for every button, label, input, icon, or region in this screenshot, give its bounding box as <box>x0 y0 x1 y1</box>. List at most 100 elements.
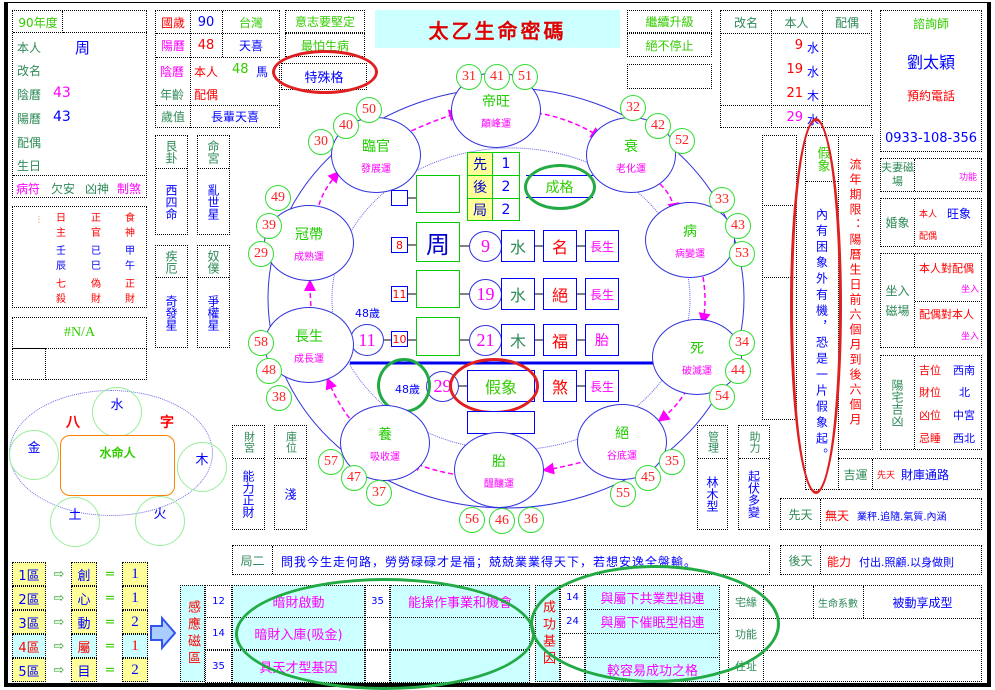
motto-text: 意志要堅定 <box>294 15 355 29</box>
zone-value: 1 <box>122 586 148 610</box>
consultant-panel: 諮詢師 劉太穎 預約電話 0933-108-356 <box>880 10 982 152</box>
rename-label: 改名 <box>17 64 42 78</box>
arrow-right-icon: ⇨ <box>53 638 65 654</box>
phase-name: 長生 <box>295 328 323 345</box>
motto-1: 意志要堅定 <box>285 10 365 33</box>
age-circle: 41 <box>484 64 510 90</box>
age-circle: 54 <box>709 384 735 410</box>
nation-name: 台灣 <box>238 15 263 30</box>
age-circle: 34 <box>729 330 755 356</box>
col-header: 改名 <box>733 15 758 30</box>
house-value: 中宮 <box>953 409 975 422</box>
connector-lines <box>384 197 585 387</box>
gua-label: 疾厄 <box>156 246 187 278</box>
nation-year-value: 90 <box>197 14 215 30</box>
bazi-panel: ⋮ 日主壬辰七殺 正官已巳偽財 食神甲午正財 <box>12 206 147 308</box>
age-circle: 46 <box>489 508 515 534</box>
age-circle: 35 <box>659 449 685 475</box>
luck-tag: 先天 <box>877 471 896 481</box>
element: 水 <box>807 41 820 55</box>
lunar-value: 43 <box>53 85 71 101</box>
period-text: 流年期限：陽曆生日前六個月到後六個月 <box>848 157 862 428</box>
innate-tag: 無天 <box>825 509 850 523</box>
luck-label: 吉運 <box>839 459 873 489</box>
age-circle: 56 <box>459 507 485 533</box>
house-key: 財位 <box>919 386 941 399</box>
lunar-zodiac: 馬 <box>256 65 269 79</box>
phase-name: 冠帶 <box>295 226 323 243</box>
phase-subtitle: 成長運 <box>294 353 324 365</box>
phase-name: 養 <box>378 426 392 443</box>
zone-label: 5區 <box>12 658 46 682</box>
gua-value: 爭權星 <box>206 295 220 331</box>
zone-value: 2 <box>122 610 148 634</box>
vault-box: 庫位淺 <box>274 425 307 530</box>
phase-box: 長生 <box>585 370 619 402</box>
sit-b-value: 坐入 <box>961 332 980 342</box>
element-earth: 土 <box>50 497 100 547</box>
phase-box: 長生 <box>585 278 619 310</box>
number: 21 <box>786 86 803 101</box>
house-value: 北 <box>959 386 970 399</box>
house-key: 忌睡 <box>919 432 941 445</box>
star-box: 福 <box>543 324 577 356</box>
verse-panel: 局二 問我今生走何路，勞勞碌碌才是福；兢兢業業得天下，若想安逸全盤輸。 <box>232 545 770 575</box>
manage-value: 林木型 <box>705 476 719 512</box>
bazi-column: 日主壬辰七殺 <box>56 213 66 305</box>
phase-subtitle: 顛峰運 <box>481 118 511 130</box>
marriage-label: 婚象 <box>881 199 915 246</box>
year-label: 90年度 <box>18 15 58 30</box>
age-circle: 53 <box>729 241 755 267</box>
equals-sign: = <box>104 662 116 678</box>
zi-char: 字 <box>160 415 174 431</box>
house-key: 凶位 <box>919 409 941 422</box>
age-circle: 32 <box>620 95 646 121</box>
age-circle: 38 <box>266 385 292 411</box>
birthday-label: 生日 <box>17 159 42 173</box>
acquired-label: 後天 <box>781 546 821 574</box>
age-circle: 50 <box>356 97 382 123</box>
marriage-self: 本人 <box>919 210 938 220</box>
age-circle: 43 <box>725 213 751 239</box>
page-title: 太乙生命密碼 <box>375 10 620 48</box>
house-value: 西南 <box>953 364 975 377</box>
sit-label: 坐入磁場 <box>881 254 915 347</box>
gua-value: 亂世星 <box>206 184 220 220</box>
red-highlight-ellipse <box>272 50 378 94</box>
innate-panel: 先天 無天 業秤.追隨.氣質.內涵 <box>780 498 982 530</box>
gua-box: 命宮亂世星 <box>197 135 230 235</box>
house-key: 吉位 <box>919 364 941 377</box>
empty-box <box>467 411 535 434</box>
number-circle: 11 <box>350 324 384 356</box>
sit-b: 配偶對本人 <box>919 308 974 321</box>
lunar-self: 本人 <box>194 65 219 79</box>
sit-panel: 坐入磁場 本人對配偶 坐入 配偶對本人 坐入 <box>880 253 982 348</box>
acquired-panel: 後天 能力 付出.照顧.以身做則 <box>780 545 982 575</box>
star-box: 絕 <box>543 278 577 310</box>
booking-label: 預約電話 <box>906 89 955 103</box>
age-circle: 37 <box>366 480 392 506</box>
zone-word: 目 <box>71 658 97 682</box>
assist-label: 助力 <box>739 426 769 459</box>
phone-link[interactable]: 0933-108-356 <box>884 131 978 146</box>
coef-label: 生命系數 <box>818 598 858 610</box>
consultant-name: 劉太穎 <box>906 53 955 72</box>
zone-label: 3區 <box>12 610 46 634</box>
number: 19 <box>786 62 803 77</box>
age-circle: 36 <box>518 507 544 533</box>
nation-year-label: 國歲 <box>160 15 185 30</box>
house-value: 西北 <box>953 432 975 445</box>
numbers-table: 改名 本人 配偶 9 水 19 水 21 木 29 水 <box>720 10 872 128</box>
small-number: 10 <box>391 331 408 347</box>
red-highlight-ellipse <box>790 118 842 494</box>
age-circle: 52 <box>669 128 695 154</box>
marriage-spouse: 配偶 <box>919 232 938 242</box>
acquired-value: 付出.照顧.以身做則 <box>859 556 954 569</box>
empty-cell <box>45 348 147 380</box>
gua-box: 艮卦西四命 <box>155 135 188 235</box>
phase-subtitle: 醞釀運 <box>484 478 514 490</box>
bazi-marker: ⋮ <box>35 215 43 224</box>
assist-value: 起伏多變 <box>746 470 761 518</box>
age-circle: 42 <box>645 113 671 139</box>
wealth-box: 財宮能力正財 <box>232 425 265 530</box>
